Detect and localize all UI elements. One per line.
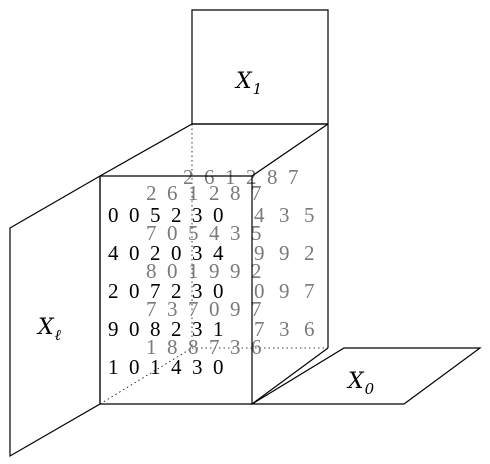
top-panel (191, 9, 329, 125)
front-digit: 0 (129, 355, 140, 379)
inner-digit: 7 (251, 297, 262, 321)
front-digit: 2 (171, 317, 182, 341)
top-digit: 2 (146, 181, 157, 205)
front-digit: 4 (171, 355, 182, 379)
front-digit: 3 (192, 279, 203, 303)
top-digit: 8 (230, 181, 241, 205)
front-digit: 0 (213, 279, 224, 303)
inner-digit: 2 (251, 259, 262, 283)
side-digit: 6 (304, 317, 315, 341)
top-digit: 7 (251, 181, 262, 205)
inner-digit: 1 (146, 335, 157, 359)
top-digit: 1 (225, 165, 236, 189)
front-digit: 3 (192, 317, 203, 341)
side-digit: 4 (254, 203, 265, 227)
front-digit: 2 (108, 279, 119, 303)
inner-digit: 9 (230, 297, 241, 321)
top-digit: 2 (183, 165, 194, 189)
front-digit: 5 (150, 203, 161, 227)
inner-digit: 0 (167, 259, 178, 283)
left-panel-label: Xℓ (36, 315, 61, 344)
bottom-panel (249, 347, 482, 405)
front-digit: 3 (192, 355, 203, 379)
inner-digit: 3 (230, 221, 241, 245)
inner-digit: 0 (167, 221, 178, 245)
front-digit: 4 (213, 241, 224, 265)
side-digit: 9 (279, 279, 290, 303)
side-digit: 2 (304, 241, 315, 265)
inner-digit: 8 (188, 335, 199, 359)
side-digit: 7 (254, 317, 265, 341)
front-digit: 0 (129, 317, 140, 341)
front-digit: 2 (150, 241, 161, 265)
front-digit: 3 (192, 203, 203, 227)
front-digit: 0 (129, 241, 140, 265)
top-digit: 6 (204, 165, 215, 189)
side-digit: 5 (304, 203, 315, 227)
top-digit: 6 (167, 181, 178, 205)
front-digit: 0 (213, 203, 224, 227)
front-digit: 1 (213, 317, 224, 341)
front-digit: 0 (171, 241, 182, 265)
top-digit: 7 (288, 165, 299, 189)
side-digit: 3 (279, 317, 290, 341)
bottom-panel-label: X0 (346, 369, 375, 398)
side-digit: 9 (254, 241, 265, 265)
inner-digit: 3 (167, 297, 178, 321)
top-digit: 8 (267, 165, 278, 189)
inner-digit: 8 (146, 259, 157, 283)
front-digit: 8 (150, 317, 161, 341)
front-digit: 4 (108, 241, 119, 265)
side-digit: 7 (304, 279, 315, 303)
top-digit: 2 (246, 165, 257, 189)
front-digit: 0 (129, 279, 140, 303)
inner-digit: 4 (209, 221, 220, 245)
inner-digit: 6 (251, 335, 262, 359)
inner-digit: 7 (146, 221, 157, 245)
front-digit: 3 (192, 241, 203, 265)
front-digit: 0 (129, 203, 140, 227)
front-digit: 7 (150, 279, 161, 303)
front-digit: 2 (171, 203, 182, 227)
top-digit: 2 (209, 181, 220, 205)
inner-digit: 7 (146, 297, 157, 321)
left-panel (9, 174, 101, 458)
cube-outline (99, 123, 329, 405)
front-digit: 2 (171, 279, 182, 303)
inner-digit: 9 (230, 259, 241, 283)
side-digit: 0 (254, 279, 265, 303)
front-digit: 0 (108, 203, 119, 227)
inner-digit: 1 (188, 259, 199, 283)
inner-digit: 7 (209, 335, 220, 359)
side-digit: 9 (279, 241, 290, 265)
inner-digit: 0 (209, 297, 220, 321)
top-digit: 1 (188, 181, 199, 205)
top-panel-label: X1 (234, 69, 262, 98)
inner-digit: 9 (209, 259, 220, 283)
inner-digit: 8 (167, 335, 178, 359)
inner-digit: 3 (230, 335, 241, 359)
front-digit: 1 (108, 355, 119, 379)
front-digit: 1 (150, 355, 161, 379)
front-digit: 9 (108, 317, 119, 341)
side-digit: 3 (279, 203, 290, 227)
inner-digit: 5 (251, 221, 262, 245)
inner-digit: 5 (188, 221, 199, 245)
front-digit: 0 (213, 355, 224, 379)
inner-digit: 7 (188, 297, 199, 321)
